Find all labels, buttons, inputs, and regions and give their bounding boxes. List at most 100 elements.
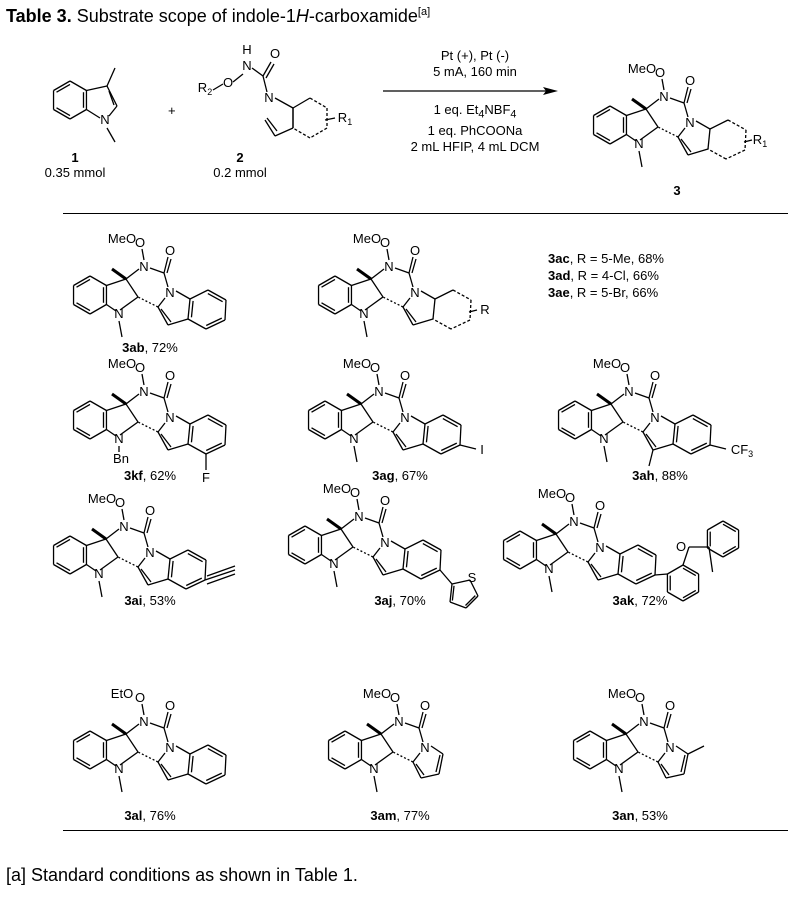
bond (167, 773, 189, 781)
atom-label: O (635, 690, 645, 705)
bond (672, 443, 692, 455)
bond (606, 733, 627, 742)
atom-label: N (374, 384, 383, 399)
bond (125, 733, 139, 753)
bond (86, 85, 108, 92)
bond (53, 563, 71, 575)
bond (418, 727, 424, 743)
bond (635, 574, 656, 585)
bond (682, 546, 690, 566)
bond (574, 400, 592, 412)
bond (468, 309, 478, 313)
bond (412, 761, 422, 779)
bond (708, 546, 714, 573)
bond (105, 528, 120, 540)
bond (53, 535, 71, 547)
bond (707, 148, 727, 160)
bond (324, 428, 342, 440)
bond (567, 551, 589, 563)
bond (86, 538, 107, 547)
atom-label: O (685, 73, 695, 88)
bond (561, 403, 576, 413)
bond (396, 703, 400, 716)
bond (205, 319, 226, 330)
bond (190, 755, 194, 773)
bond (106, 758, 117, 767)
bond (207, 289, 227, 301)
bond (86, 108, 101, 119)
bond (309, 97, 328, 109)
label-3aj: 3aj, 70% (374, 593, 426, 608)
bond (609, 105, 627, 117)
atom-label: O (270, 46, 280, 61)
bond (402, 443, 424, 451)
bond (185, 577, 203, 587)
fluoro-label: F (202, 470, 210, 485)
bond (364, 517, 380, 524)
bond (76, 403, 91, 413)
bond (175, 745, 191, 755)
bond (683, 102, 689, 118)
bond (637, 751, 659, 763)
bond (674, 414, 694, 425)
bond (326, 517, 342, 531)
bond (106, 67, 116, 87)
bond (53, 108, 71, 120)
bond (402, 306, 414, 326)
bond (334, 275, 352, 287)
bond (206, 565, 236, 577)
bond (690, 442, 708, 452)
atom-label: O (145, 503, 155, 518)
bond (548, 575, 553, 593)
bond (143, 532, 149, 548)
cf3-label: CF3 (731, 442, 753, 459)
bond (341, 403, 362, 412)
atom-label: N (624, 384, 633, 399)
bond (311, 427, 326, 437)
bond (91, 527, 107, 541)
bond (593, 527, 599, 543)
bond (125, 268, 140, 280)
bond (328, 730, 346, 742)
bond (370, 278, 384, 298)
bond (372, 547, 381, 558)
bond (587, 552, 596, 563)
bond (587, 561, 599, 581)
r-group-3ad: 3ad, R = 4-Cl, 66% (548, 268, 659, 283)
bond (596, 132, 611, 142)
bond (405, 308, 417, 323)
bond (372, 421, 394, 433)
alkoxy-label: MeO (353, 231, 381, 246)
alkoxy-label: MeO (88, 491, 116, 506)
bond (654, 573, 668, 576)
atom-label: N (650, 410, 659, 425)
bond (541, 522, 557, 536)
bond (405, 550, 409, 568)
bond (334, 303, 352, 315)
bond (288, 553, 306, 565)
bond (725, 149, 746, 160)
bond (141, 248, 145, 261)
alkoxy-label: MeO (538, 486, 566, 501)
bond (424, 414, 444, 425)
bond (328, 758, 346, 770)
bond (637, 547, 653, 558)
bond (205, 774, 226, 785)
bond (596, 392, 612, 406)
atom-label: O (165, 243, 175, 258)
bond (648, 381, 654, 399)
bond (251, 67, 264, 77)
atom-label: N (139, 259, 148, 274)
bond (169, 549, 189, 560)
atom-label: N (420, 740, 429, 755)
bond (626, 133, 637, 142)
bond (163, 256, 169, 274)
atom-label: N (119, 519, 128, 534)
bond (187, 549, 207, 561)
bond (224, 299, 227, 321)
bond (459, 444, 477, 450)
bond (625, 733, 639, 753)
bond (422, 423, 426, 445)
bond (606, 758, 617, 767)
